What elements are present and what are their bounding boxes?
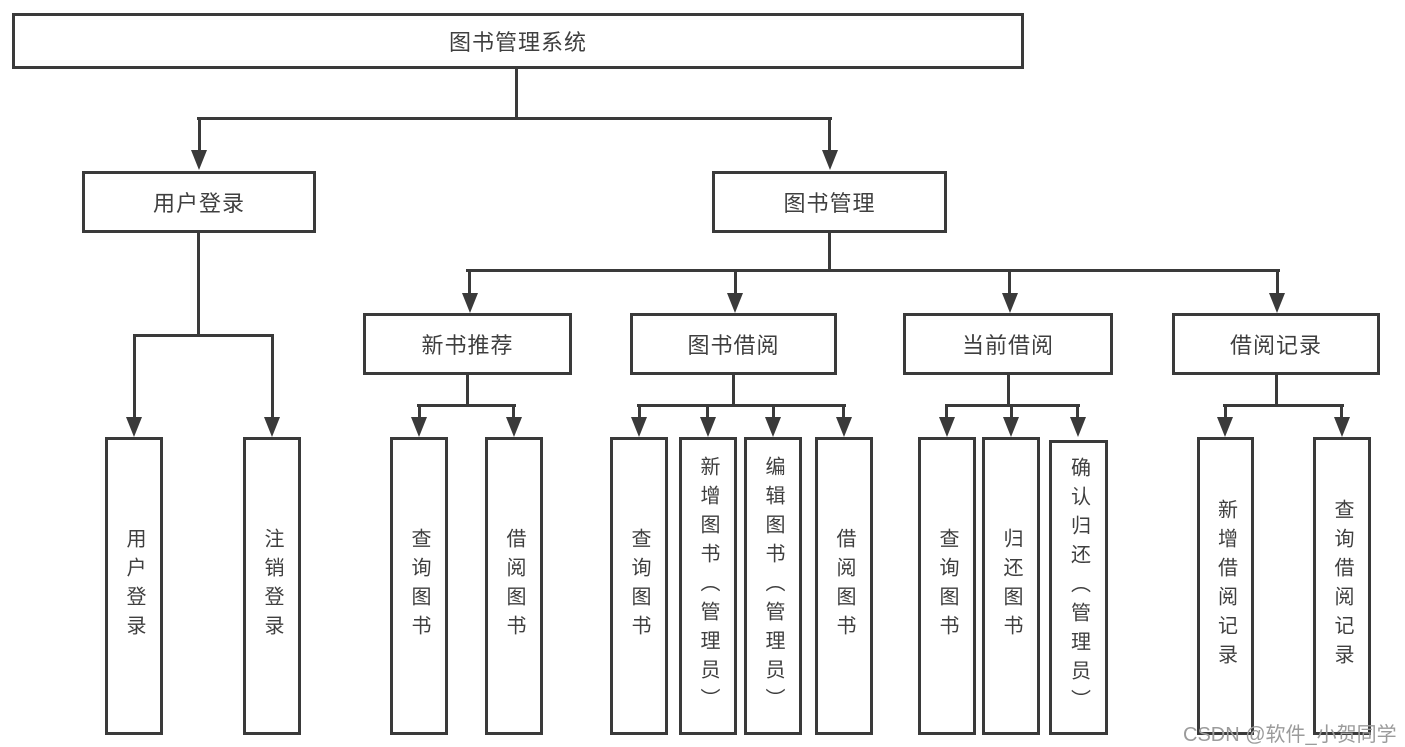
connector-line [466,269,1280,272]
connector-line [945,406,948,418]
connector-line [198,119,201,152]
connector-line [637,404,846,407]
arrow-down-icon [1070,417,1086,437]
leaf-query-books-current: 查询图书 [918,437,976,735]
arrow-down-icon [836,417,852,437]
connector-line [945,404,1080,407]
node-root: 图书管理系统 [12,13,1024,69]
leaf-add-book-admin-label: 新增图书（管理员） [697,455,719,717]
arrow-down-icon [765,417,781,437]
connector-line [133,336,136,418]
leaf-user-login-label: 用户登录 [123,528,145,644]
arrow-down-icon [506,417,522,437]
connector-line [512,406,515,418]
arrow-down-icon [126,417,142,437]
connector-line [828,119,831,152]
connector-line [1340,406,1343,418]
connector-line [418,406,421,418]
connector-line [515,67,518,119]
arrow-down-icon [1003,417,1019,437]
connector-line [1010,406,1013,418]
arrow-down-icon [411,417,427,437]
node-book-management: 图书管理 [712,171,947,233]
connector-line [197,117,832,120]
connector-line [734,271,737,293]
arrow-down-icon [191,150,207,170]
arrow-down-icon [939,417,955,437]
leaf-return-book-label: 归还图书 [1000,528,1022,644]
watermark-text: CSDN @软件_小贺同学 [1183,724,1397,746]
leaf-borrow-books-label: 借阅图书 [833,528,855,644]
leaf-query-borrow-record: 查询借阅记录 [1313,437,1371,735]
arrow-down-icon [264,417,280,437]
connector-line [466,375,469,406]
connector-line [638,406,641,418]
leaf-logout-label: 注销登录 [261,528,283,644]
connector-line [772,406,775,418]
node-book-borrow: 图书借阅 [630,313,837,375]
arrow-down-icon [631,417,647,437]
leaf-query-books-current-label: 查询图书 [936,528,958,644]
connector-line [732,375,735,406]
leaf-borrow-books-recommend-label: 借阅图书 [503,528,525,644]
leaf-add-book-admin: 新增图书（管理员） [679,437,737,735]
arrow-down-icon [700,417,716,437]
connector-line [1076,406,1079,418]
connector-line [1224,406,1227,418]
node-root-label: 图书管理系统 [448,30,587,55]
leaf-logout: 注销登录 [243,437,301,735]
connector-line [197,233,200,336]
connector-line [1223,404,1344,407]
leaf-query-books-recommend-label: 查询图书 [408,528,430,644]
arrow-down-icon [1002,293,1018,313]
arrow-down-icon [462,293,478,313]
arrow-down-icon [1334,417,1350,437]
connector-line [417,404,516,407]
leaf-query-books-borrow-label: 查询图书 [628,528,650,644]
leaf-edit-book-admin: 编辑图书（管理员） [744,437,802,735]
connector-line [1275,375,1278,406]
connector-line [1007,375,1010,406]
arrow-down-icon [1269,293,1285,313]
connector-line [271,336,274,418]
arrow-down-icon [822,150,838,170]
node-new-book-recommend: 新书推荐 [363,313,572,375]
node-current-borrow-label: 当前借阅 [961,333,1054,358]
connector-line [828,233,831,272]
leaf-query-books-borrow: 查询图书 [610,437,668,735]
node-borrow-records: 借阅记录 [1172,313,1380,375]
leaf-user-login: 用户登录 [105,437,163,735]
leaf-query-books-recommend: 查询图书 [390,437,448,735]
node-new-book-recommend-label: 新书推荐 [421,333,514,358]
node-book-management-label: 图书管理 [783,191,876,216]
connector-line [133,334,274,337]
node-borrow-records-label: 借阅记录 [1229,333,1322,358]
connector-line [1008,271,1011,293]
leaf-add-borrow-record-label: 新增借阅记录 [1214,499,1237,673]
node-user-login: 用户登录 [82,171,316,233]
leaf-return-book: 归还图书 [982,437,1040,735]
connector-line [706,406,709,418]
node-current-borrow: 当前借阅 [903,313,1113,375]
arrow-down-icon [727,293,743,313]
leaf-borrow-books: 借阅图书 [815,437,873,735]
leaf-confirm-return-admin: 确认归还（管理员） [1049,440,1108,735]
leaf-add-borrow-record: 新增借阅记录 [1197,437,1254,735]
connector-line [842,406,845,418]
connector-line [1276,271,1279,293]
connector-line [468,271,471,293]
leaf-confirm-return-admin-label: 确认归还（管理员） [1067,457,1090,718]
node-user-login-label: 用户登录 [152,191,245,216]
leaf-query-borrow-record-label: 查询借阅记录 [1331,499,1353,673]
node-book-borrow-label: 图书借阅 [687,333,780,358]
leaf-borrow-books-recommend: 借阅图书 [485,437,543,735]
arrow-down-icon [1217,417,1233,437]
leaf-edit-book-admin-label: 编辑图书（管理员） [762,455,784,717]
